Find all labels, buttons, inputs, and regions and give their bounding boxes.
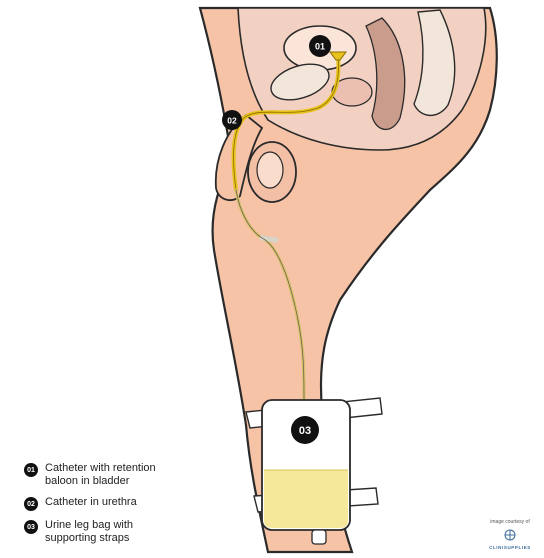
- marker-01-label: 01: [315, 42, 325, 52]
- marker-03-label: 03: [299, 425, 311, 437]
- legend: 01 Catheter with retention baloon in bla…: [24, 462, 224, 553]
- legend-item-03: 03 Urine leg bag with supporting straps: [24, 519, 224, 545]
- legend-item-02: 02 Catheter in urethra: [24, 496, 224, 511]
- testis: [257, 152, 283, 188]
- legend-badge-03: 03: [24, 520, 38, 534]
- legend-badge-02: 02: [24, 497, 38, 511]
- legend-text-03: Urine leg bag with supporting straps: [45, 519, 133, 545]
- marker-03-badge: 03: [291, 416, 319, 444]
- credit-brand: CLINISUPPLIES: [480, 545, 540, 550]
- marker-02-label: 02: [227, 116, 237, 126]
- marker-02-badge: 02: [222, 110, 242, 130]
- credit-line: image courtesy of: [480, 519, 540, 525]
- clinisupplies-logo-icon: [504, 529, 516, 541]
- legend-text-01: Catheter with retention baloon in bladde…: [45, 462, 156, 488]
- bag-outlet-valve: [312, 530, 326, 544]
- legend-text-02: Catheter in urethra: [45, 496, 137, 509]
- legend-badge-01: 01: [24, 463, 38, 477]
- legend-item-01: 01 Catheter with retention baloon in bla…: [24, 462, 224, 488]
- urine-fill: [264, 470, 348, 528]
- marker-01-badge: 01: [309, 35, 331, 57]
- image-credit: image courtesy of CLINISUPPLIES: [480, 519, 540, 550]
